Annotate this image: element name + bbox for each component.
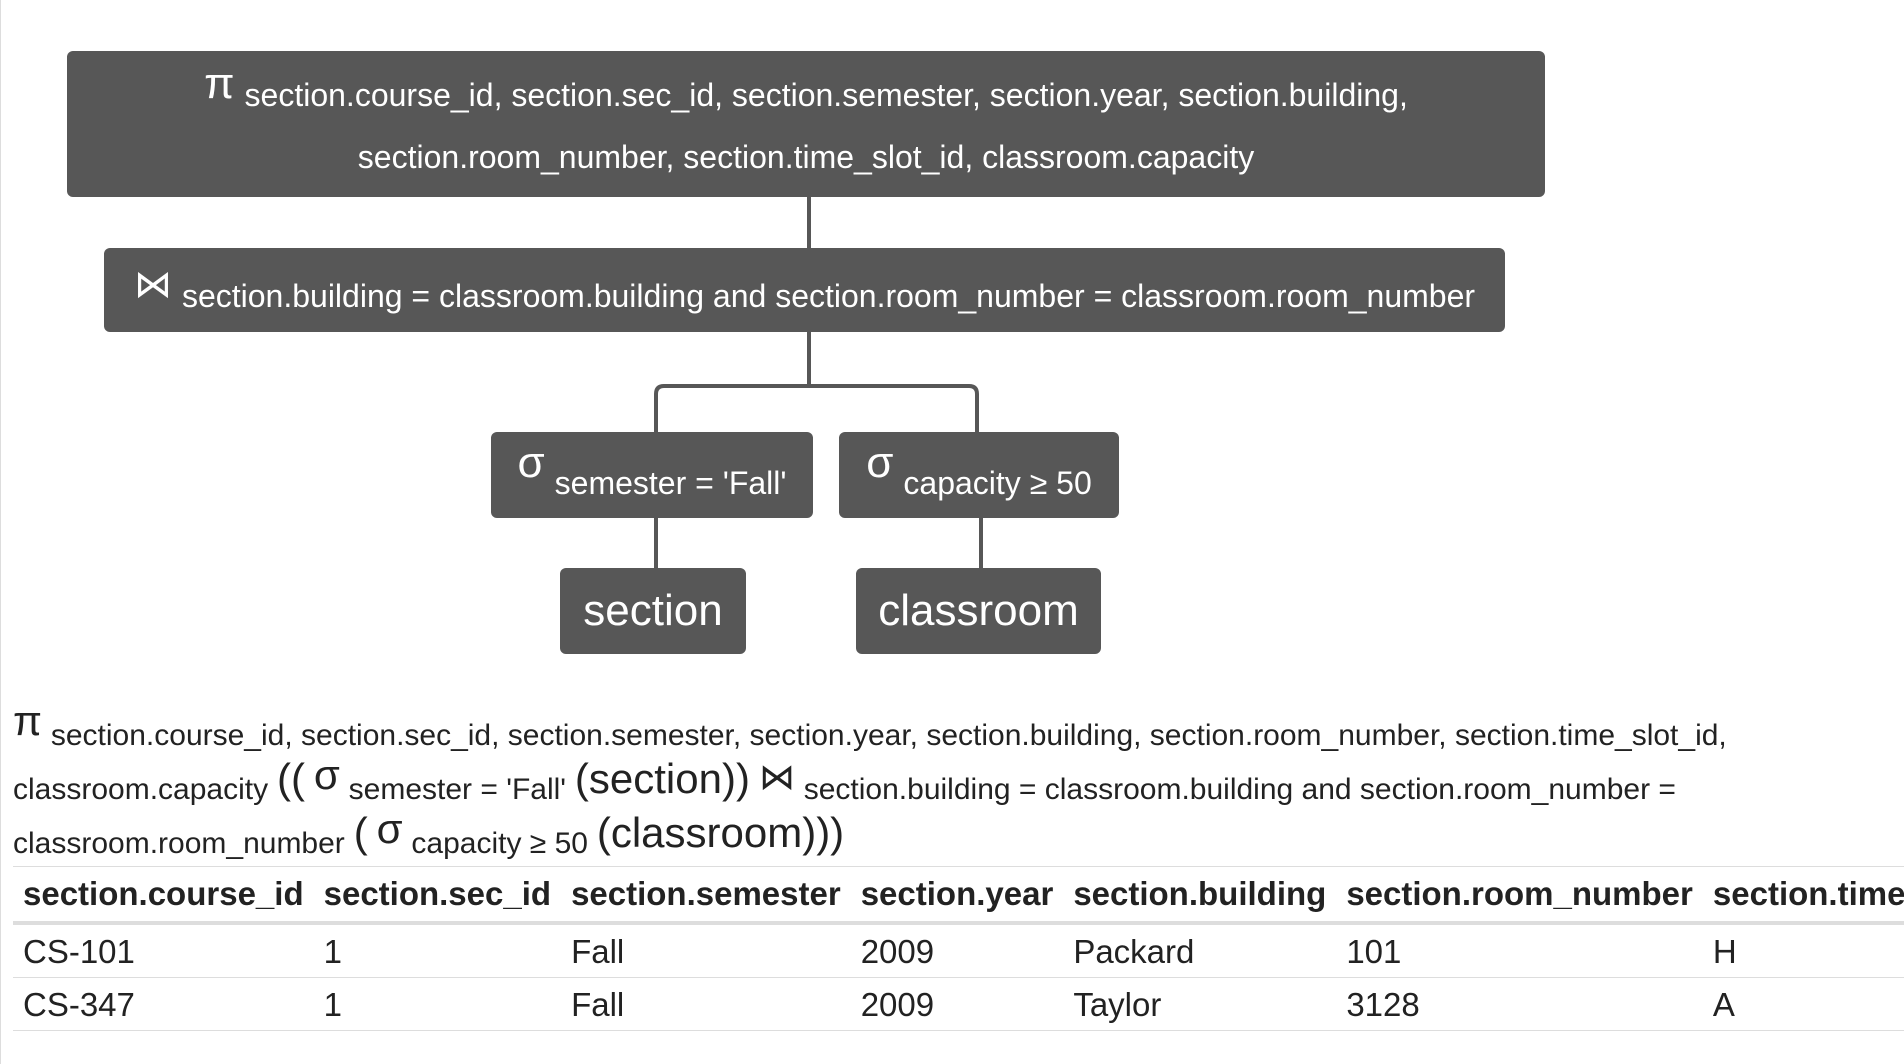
column-header: section.building: [1063, 866, 1337, 925]
selection-condition-semester: semester = 'Fall': [554, 464, 787, 501]
expr-selection-condition: capacity ≥ 50: [411, 827, 588, 860]
expr-selection-symbol: σ: [313, 751, 340, 798]
table-row: CS-347 1 Fall 2009 Taylor 3128 A: [13, 977, 1904, 1031]
column-header: section.semester: [561, 866, 851, 925]
join-symbol: ⋈: [133, 263, 172, 306]
table-cell: 1: [313, 977, 562, 1031]
table-cell: 1: [313, 923, 562, 978]
expr-join-condition: section.building = classroom.building an…: [13, 773, 1676, 860]
table-cell: 2009: [850, 977, 1064, 1031]
expr-projection-symbol: π: [13, 697, 42, 744]
table-cell: Fall: [561, 923, 851, 978]
table-header-row: section.course_id section.sec_id section…: [13, 866, 1904, 925]
column-header: section.year: [850, 866, 1064, 925]
expr-projection-attributes: section.course_id, section.sec_id, secti…: [13, 719, 1727, 806]
projection-attributes-line2: section.room_number, section.time_slot_i…: [357, 138, 1255, 175]
table-cell: CS-347: [13, 977, 314, 1031]
expr-selection-condition: semester = 'Fall': [348, 773, 567, 806]
projection-symbol: π: [204, 58, 235, 108]
table-cell: H: [1702, 923, 1904, 978]
connector-fork-left: [654, 384, 809, 432]
projection-attributes-line1: section.course_id, section.sec_id, secti…: [244, 76, 1408, 113]
expr-selection-symbol: σ: [376, 805, 403, 852]
join-condition: section.building = classroom.building an…: [181, 277, 1476, 314]
table-cell: Fall: [561, 977, 851, 1031]
table-cell: A: [1702, 977, 1904, 1031]
expr-open-paren: ((: [276, 755, 305, 802]
table-row: CS-101 1 Fall 2009 Packard 101 H: [13, 923, 1904, 978]
expr-open-paren: (: [353, 809, 368, 856]
table-cell: Packard: [1063, 923, 1337, 978]
relation-node-section: section: [560, 568, 746, 654]
result-table: section.course_id section.sec_id section…: [13, 866, 1904, 1031]
join-node: ⋈section.building = classroom.building a…: [104, 248, 1505, 332]
tree-connectors: [654, 197, 983, 568]
expr-relation-section: (section)): [574, 755, 750, 802]
selection-symbol: σ: [866, 438, 894, 487]
connector-fork-right: [809, 384, 979, 432]
table-cell: 2009: [850, 923, 1064, 978]
relation-node-classroom: classroom: [856, 568, 1101, 654]
table-cell: 3128: [1336, 977, 1703, 1031]
table-cell: 101: [1336, 923, 1703, 978]
expr-relation-classroom: (classroom))): [596, 809, 845, 856]
column-header: section.room_number: [1336, 866, 1703, 925]
table-cell: Taylor: [1063, 977, 1337, 1031]
expr-join-symbol: ⋈: [758, 756, 795, 797]
selection-condition-capacity: capacity ≥ 50: [903, 464, 1092, 501]
result-table-container[interactable]: section.course_id section.sec_id section…: [13, 866, 1904, 1031]
column-header: section.course_id: [13, 866, 314, 925]
table-cell: CS-101: [13, 923, 314, 978]
column-header: section.sec_id: [313, 866, 562, 925]
column-header: section.time_slot_id: [1702, 866, 1904, 925]
selection-symbol: σ: [517, 438, 545, 487]
relational-algebra-expression: π section.course_id, section.sec_id, sec…: [13, 697, 1863, 862]
